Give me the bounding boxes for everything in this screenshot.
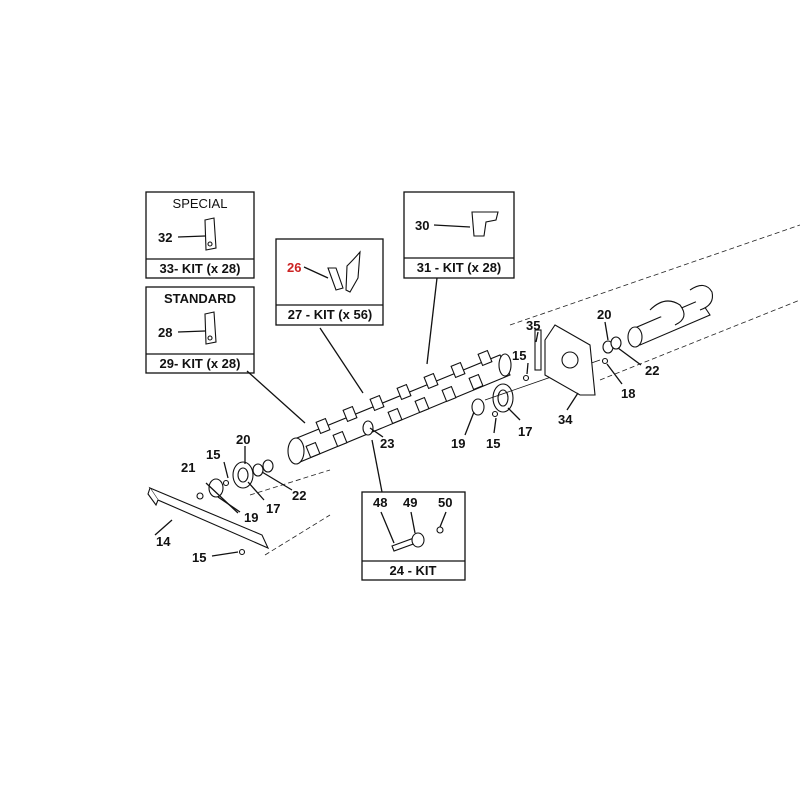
flail-blade-26a (327, 267, 344, 291)
callout-34: 34 (558, 412, 573, 427)
callout-21: 21 (181, 460, 195, 475)
callout-22-right: 22 (645, 363, 659, 378)
special-part-number: 32 (158, 230, 172, 245)
callout-14: 14 (156, 534, 171, 549)
special-caption: SPECIAL (173, 196, 228, 211)
callout-35: 35 (526, 318, 540, 333)
bushing-49 (411, 532, 425, 548)
flail-blade-32 (204, 217, 217, 251)
auger-shaft (627, 284, 714, 348)
callout-20-right: 20 (597, 307, 611, 322)
callout-17-right: 17 (518, 424, 532, 439)
callout-18: 18 (621, 386, 635, 401)
kit-31-label: 31 - KIT (x 28) (417, 260, 502, 275)
box-kit24: 48 49 50 24 - KIT (361, 491, 466, 581)
box-kit31: 30 31 - KIT (x 28) (403, 191, 515, 279)
support-bar (147, 486, 270, 556)
kit27-part-number: 26 (287, 260, 301, 275)
box-standard-kit29: STANDARD 28 29- KIT (x 28) (145, 286, 255, 374)
callout-15-bottom: 15 (192, 550, 206, 565)
callout-19-left: 19 (244, 510, 258, 525)
callout-15-left: 15 (206, 447, 220, 462)
kit-24-label: 24 - KIT (390, 563, 437, 578)
box-kit27: 26 27 - KIT (x 56) (275, 238, 384, 326)
callouts: 21 15 20 22 17 19 14 15 23 19 15 17 15 3… (156, 307, 659, 565)
callout-22-left: 22 (292, 488, 306, 503)
standard-part-number: 28 (158, 325, 172, 340)
flail-row-top (315, 349, 493, 435)
kit24-part-48: 48 (373, 495, 387, 510)
callout-15-lower-right: 15 (486, 436, 500, 451)
flail-blade-28 (204, 311, 217, 345)
flail-blade-26b (345, 250, 361, 293)
right-washers (602, 336, 622, 354)
box-special-kit33: SPECIAL 32 33- KIT (x 28) (145, 191, 255, 279)
right-bearing-assembly (471, 359, 601, 418)
standard-caption: STANDARD (164, 291, 236, 306)
callout-15-upper-right: 15 (512, 348, 526, 363)
kit-33-label: 33- KIT (x 28) (160, 261, 241, 276)
rotor-shaft (287, 349, 512, 465)
callout-23: 23 (380, 436, 394, 451)
callout-20-left: 20 (236, 432, 250, 447)
kit24-part-50: 50 (438, 495, 452, 510)
kit-27-label: 27 - KIT (x 56) (288, 307, 373, 322)
callout-19-right: 19 (451, 436, 465, 451)
side-plate (522, 324, 609, 396)
bracket-30 (471, 211, 499, 237)
callout-17-left: 17 (266, 501, 280, 516)
chute-outline (249, 224, 800, 556)
kit24-part-49: 49 (403, 495, 417, 510)
nut-50 (436, 526, 444, 534)
kit31-part-number: 30 (415, 218, 429, 233)
left-bearing-assembly (196, 459, 274, 500)
flail-row-bottom (305, 373, 484, 459)
kit-29-label: 29- KIT (x 28) (160, 356, 241, 371)
leader-lines (154, 277, 642, 557)
